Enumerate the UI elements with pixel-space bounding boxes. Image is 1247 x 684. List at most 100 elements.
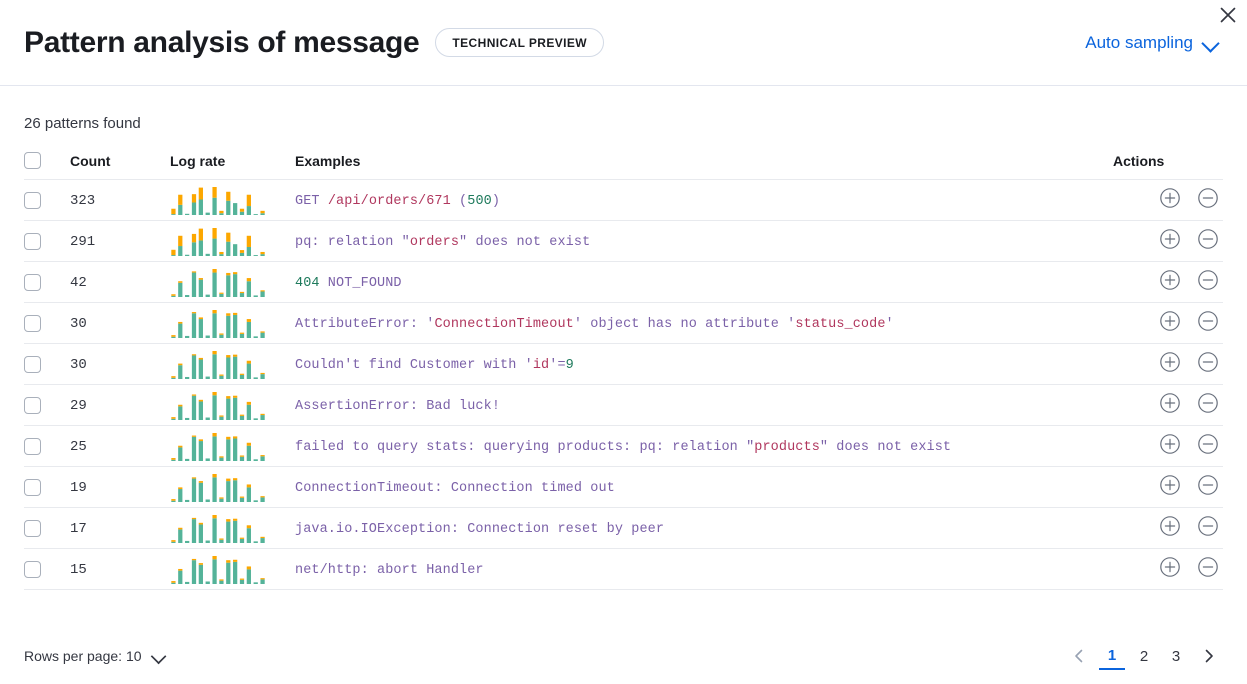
row-example-cell: pq: relation "orders" does not exist bbox=[295, 220, 1113, 262]
technical-preview-badge: TECHNICAL PREVIEW bbox=[435, 28, 605, 57]
plus-circle-icon[interactable] bbox=[1159, 310, 1185, 336]
minus-circle-icon[interactable] bbox=[1197, 351, 1223, 377]
table-row[interactable]: 19 ConnectionTimeout: Connection timed ou… bbox=[24, 466, 1223, 508]
row-actions-cell bbox=[1113, 507, 1223, 549]
plus-circle-icon[interactable] bbox=[1159, 556, 1185, 582]
row-example-cell: GET /api/orders/671 (500) bbox=[295, 179, 1113, 221]
row-example-text: AssertionError: Bad luck! bbox=[295, 399, 501, 414]
row-checkbox[interactable] bbox=[24, 273, 41, 291]
rows-per-page-selector[interactable]: Rows per page: 10 bbox=[24, 648, 167, 664]
row-example-cell: AttributeError: 'ConnectionTimeout' obje… bbox=[295, 302, 1113, 344]
minus-circle-icon[interactable] bbox=[1197, 392, 1223, 418]
plus-circle-icon[interactable] bbox=[1159, 187, 1185, 213]
column-header-count[interactable]: Count bbox=[70, 152, 170, 180]
row-checkbox[interactable] bbox=[24, 519, 41, 537]
row-checkbox[interactable] bbox=[24, 437, 41, 455]
row-select-cell bbox=[24, 261, 70, 303]
row-checkbox[interactable] bbox=[24, 396, 41, 414]
row-log-rate-sparkline bbox=[170, 302, 295, 344]
row-select-cell bbox=[24, 507, 70, 549]
row-log-rate-sparkline bbox=[170, 507, 295, 549]
row-select-cell bbox=[24, 425, 70, 467]
select-all-checkbox[interactable] bbox=[24, 152, 41, 169]
close-icon[interactable] bbox=[1215, 2, 1241, 28]
minus-circle-icon[interactable] bbox=[1197, 310, 1223, 336]
plus-circle-icon[interactable] bbox=[1159, 392, 1185, 418]
table-row[interactable]: 29 AssertionError: Bad luck! bbox=[24, 384, 1223, 426]
select-all-header bbox=[24, 152, 70, 180]
chevron-right-icon[interactable] bbox=[1195, 642, 1223, 670]
row-count-cell: 19 bbox=[70, 466, 170, 508]
column-header-log-rate[interactable]: Log rate bbox=[170, 152, 295, 180]
row-checkbox[interactable] bbox=[24, 478, 41, 496]
row-checkbox[interactable] bbox=[24, 314, 41, 332]
plus-circle-icon[interactable] bbox=[1159, 351, 1185, 377]
minus-circle-icon[interactable] bbox=[1197, 556, 1223, 582]
row-count-cell: 291 bbox=[70, 220, 170, 262]
row-select-cell bbox=[24, 343, 70, 385]
row-checkbox[interactable] bbox=[24, 560, 41, 578]
row-select-cell bbox=[24, 302, 70, 344]
pagination-page-3[interactable]: 3 bbox=[1171, 647, 1181, 665]
row-select-cell bbox=[24, 179, 70, 221]
row-example-text: 404 NOT_FOUND bbox=[295, 276, 402, 291]
row-count-cell: 17 bbox=[70, 507, 170, 549]
row-select-cell bbox=[24, 384, 70, 426]
row-select-cell bbox=[24, 220, 70, 262]
row-example-text: Couldn't find Customer with 'id'=9 bbox=[295, 358, 574, 373]
column-header-examples[interactable]: Examples bbox=[295, 152, 1113, 180]
row-example-cell: ConnectionTimeout: Connection timed out bbox=[295, 466, 1113, 508]
row-log-rate-sparkline bbox=[170, 220, 295, 262]
row-example-text: net/http: abort Handler bbox=[295, 563, 484, 578]
plus-circle-icon[interactable] bbox=[1159, 269, 1185, 295]
plus-circle-icon[interactable] bbox=[1159, 433, 1185, 459]
plus-circle-icon[interactable] bbox=[1159, 474, 1185, 500]
pagination-page-1[interactable]: 1 bbox=[1099, 642, 1125, 670]
row-log-rate-sparkline bbox=[170, 343, 295, 385]
row-log-rate-sparkline bbox=[170, 179, 295, 221]
auto-sampling-control[interactable]: Auto sampling bbox=[1085, 33, 1223, 53]
row-example-cell: failed to query stats: querying products… bbox=[295, 425, 1113, 467]
flyout-body: 26 patterns found Count Log rate Example… bbox=[0, 86, 1247, 590]
chevron-left-icon[interactable] bbox=[1065, 642, 1093, 670]
plus-circle-icon[interactable] bbox=[1159, 515, 1185, 541]
row-log-rate-sparkline bbox=[170, 548, 295, 590]
minus-circle-icon[interactable] bbox=[1197, 515, 1223, 541]
minus-circle-icon[interactable] bbox=[1197, 474, 1223, 500]
row-actions-cell bbox=[1113, 466, 1223, 508]
column-header-actions: Actions bbox=[1113, 152, 1223, 180]
row-checkbox[interactable] bbox=[24, 355, 41, 373]
row-log-rate-sparkline bbox=[170, 261, 295, 303]
row-count-value: 42 bbox=[70, 275, 87, 291]
minus-circle-icon[interactable] bbox=[1197, 187, 1223, 213]
table-row[interactable]: 42 404 NOT_FOUND bbox=[24, 261, 1223, 303]
minus-circle-icon[interactable] bbox=[1197, 228, 1223, 254]
plus-circle-icon[interactable] bbox=[1159, 228, 1185, 254]
row-select-cell bbox=[24, 466, 70, 508]
row-actions-cell bbox=[1113, 343, 1223, 385]
row-log-rate-sparkline bbox=[170, 384, 295, 426]
row-actions-cell bbox=[1113, 261, 1223, 303]
row-count-value: 17 bbox=[70, 521, 87, 537]
row-checkbox[interactable] bbox=[24, 232, 41, 250]
row-checkbox[interactable] bbox=[24, 191, 41, 209]
row-count-cell: 42 bbox=[70, 261, 170, 303]
row-log-rate-sparkline bbox=[170, 425, 295, 467]
pagination-page-2[interactable]: 2 bbox=[1139, 647, 1149, 665]
row-count-value: 29 bbox=[70, 398, 87, 414]
minus-circle-icon[interactable] bbox=[1197, 269, 1223, 295]
minus-circle-icon[interactable] bbox=[1197, 433, 1223, 459]
page-title: Pattern analysis of message bbox=[24, 25, 420, 59]
table-row[interactable]: 291 pq: relation "orders" does not exist bbox=[24, 220, 1223, 262]
row-actions-cell bbox=[1113, 179, 1223, 221]
